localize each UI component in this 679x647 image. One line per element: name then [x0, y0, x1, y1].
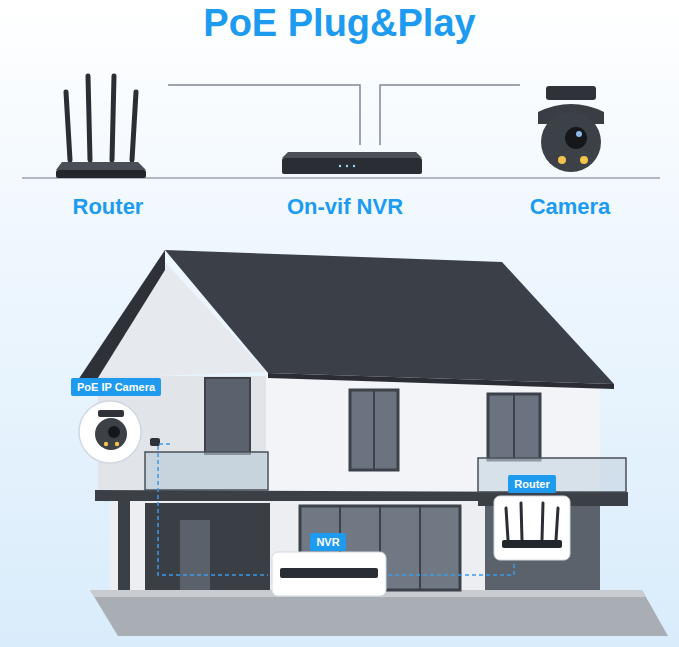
router-icon — [56, 76, 146, 178]
camera-light — [580, 156, 588, 164]
device-label: Camera — [530, 194, 611, 220]
window-frame — [513, 394, 515, 460]
callout-node: NVR — [268, 533, 388, 599]
network-cable — [168, 85, 360, 145]
device-node: Router — [48, 70, 168, 220]
device-node: On-vif NVR — [265, 145, 425, 220]
door — [180, 520, 210, 590]
router-body — [56, 170, 146, 178]
antenna — [521, 503, 522, 540]
roof-fascia — [268, 373, 614, 389]
nvr-led — [353, 165, 355, 167]
callout-circle — [79, 401, 141, 463]
diagram-title: PoE Plug&Play — [0, 2, 679, 45]
antenna — [506, 508, 508, 540]
column — [118, 501, 130, 590]
door-frame — [419, 506, 421, 590]
house — [78, 250, 668, 636]
nvr-icon — [282, 152, 422, 174]
nvr-led — [339, 165, 341, 167]
antenna — [66, 92, 70, 160]
window — [350, 390, 398, 470]
antenna — [556, 508, 558, 540]
lens-glint — [576, 131, 582, 137]
callout-tag: NVR — [310, 533, 345, 551]
nvr-led — [346, 165, 348, 167]
callout-tag: PoE IP Camera — [71, 378, 161, 396]
router-callout — [494, 496, 570, 560]
camera-lens — [108, 426, 120, 438]
camera-lens — [565, 127, 587, 149]
patio-opening — [145, 503, 270, 590]
roof-edge — [78, 250, 165, 381]
antenna — [542, 503, 543, 540]
router-body — [502, 540, 562, 548]
mini-camera — [150, 438, 160, 446]
callout-card — [494, 496, 570, 560]
balcony-glass — [145, 452, 268, 490]
camera-ball — [541, 112, 601, 172]
device-label: Router — [73, 194, 144, 220]
callout-card — [272, 552, 386, 596]
balcony-glass — [478, 458, 626, 492]
callout-node: Router — [492, 475, 572, 563]
camera-mount — [546, 86, 596, 100]
antenna — [132, 92, 136, 160]
nvr-callout — [272, 552, 386, 596]
network-cable — [380, 85, 520, 145]
camera-ball — [95, 418, 127, 450]
window — [488, 394, 540, 460]
router-top — [56, 162, 146, 170]
camera-light — [115, 442, 119, 446]
camera-callout — [79, 401, 141, 463]
window — [205, 378, 250, 454]
camera-mount — [98, 410, 124, 417]
dashed-cable — [158, 444, 268, 575]
camera-icon — [538, 86, 604, 172]
callout-tag: Router — [508, 475, 555, 493]
roof — [165, 250, 614, 384]
device-node: Camera — [520, 80, 620, 220]
callout-node: PoE IP Camera — [62, 378, 170, 468]
nvr-body — [280, 568, 378, 578]
nvr-top — [282, 152, 422, 158]
ground-platform — [90, 590, 668, 636]
nvr-body — [282, 158, 422, 174]
camera-light — [558, 156, 566, 164]
device-label: On-vif NVR — [287, 194, 403, 220]
camera-light — [104, 442, 108, 446]
antenna — [88, 76, 90, 160]
dashed-cable — [388, 563, 514, 575]
antenna — [112, 76, 114, 160]
window-frame — [373, 390, 375, 470]
